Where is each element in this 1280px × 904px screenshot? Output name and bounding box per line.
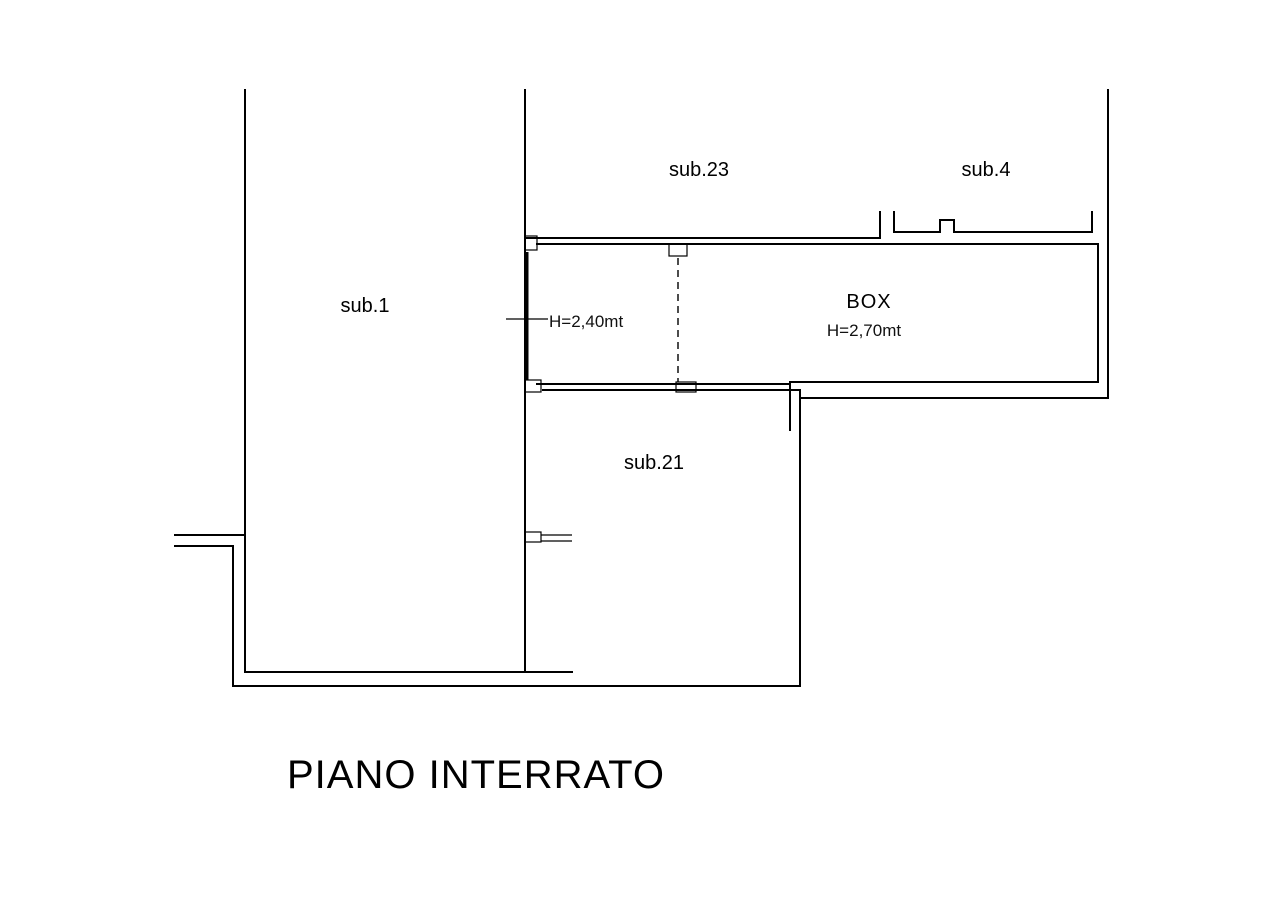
- sub21-walls: [524, 531, 572, 543]
- room-label-sub21: sub.21: [624, 452, 684, 474]
- room-label-sub1: sub.1: [341, 295, 390, 317]
- height-label-corridor: H=2,40mt: [549, 312, 623, 331]
- room-label-sub4: sub.4: [962, 159, 1011, 181]
- room-label-box: BOX: [846, 291, 891, 313]
- box-walls: [506, 235, 1109, 431]
- upper-walls: [524, 89, 1109, 399]
- height-label-box: H=2,70mt: [827, 321, 901, 340]
- room-label-sub23: sub.23: [669, 159, 729, 181]
- floor-title: PIANO INTERRATO: [287, 753, 665, 797]
